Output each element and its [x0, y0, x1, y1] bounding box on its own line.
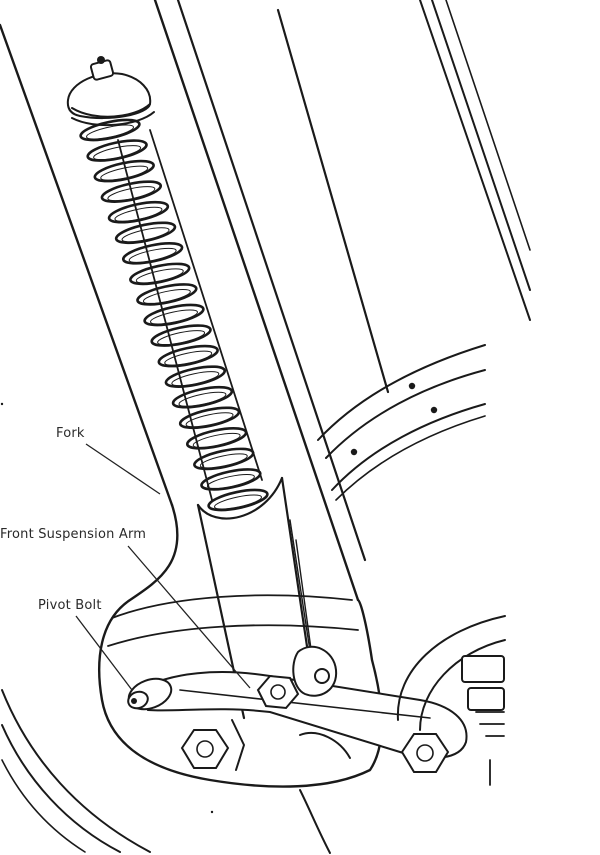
spring-coil: [107, 200, 170, 224]
spring-coil-inner: [93, 145, 142, 161]
wheel-rim: [317, 344, 486, 501]
spring-coil: [157, 344, 219, 368]
spring-coil: [86, 139, 148, 162]
nut-left-lower: [180, 729, 230, 769]
label-fork: Fork: [56, 426, 85, 441]
pivot-bolt: [127, 677, 173, 711]
spring-coil-inner: [100, 165, 149, 181]
fork-leg: [0, 0, 383, 788]
spring-coil-inner: [185, 412, 234, 428]
spring-coil-inner: [135, 268, 184, 284]
stray-mark: [210, 810, 214, 814]
spring-coil-inner: [157, 330, 206, 346]
spring-coil: [185, 427, 248, 450]
spring-coil: [207, 488, 269, 512]
spring-coil: [93, 159, 155, 183]
spring-coil-inner: [178, 391, 227, 407]
spring-coil-inner: [171, 371, 220, 387]
spring-coil: [100, 180, 163, 203]
coil-spring: [79, 118, 269, 512]
callout-front-suspension-arm: Front Suspension Arm: [0, 527, 251, 689]
spring-coil-inner: [199, 453, 248, 469]
stray-mark: [0, 402, 4, 406]
spring-coil: [114, 221, 177, 245]
spring-coil: [200, 468, 262, 491]
shock-bracket: [292, 645, 338, 697]
hub-assembly: [396, 615, 506, 786]
suspension-arm: [127, 645, 468, 773]
spring-coil-inner: [164, 350, 213, 366]
spring-coil: [193, 447, 255, 471]
spring-coil-inner: [142, 288, 191, 304]
leader-fork: [85, 443, 161, 495]
label-pivot-bolt: Pivot Bolt: [38, 598, 102, 613]
spring-coil-inner: [128, 247, 177, 263]
spring-coil-inner: [121, 227, 170, 243]
frame-tubes: [276, 0, 531, 394]
spring-coil: [121, 242, 184, 265]
callout-pivot-bolt: Pivot Bolt: [38, 598, 133, 691]
nut-right-lower: [400, 733, 450, 773]
spring-coil: [143, 303, 205, 327]
spring-coil-inner: [206, 473, 255, 489]
spring-coil-inner: [192, 432, 241, 448]
spring-coil: [79, 118, 141, 142]
spring-coil-inner: [86, 124, 134, 140]
spring-coil: [129, 262, 191, 286]
spring-coil: [178, 406, 241, 430]
spring-coil-inner: [150, 309, 198, 325]
spring-coil-inner: [107, 186, 156, 202]
label-front-suspension-arm: Front Suspension Arm: [0, 527, 146, 542]
spring-coil: [171, 385, 234, 409]
spring-coil-inner: [214, 494, 262, 510]
callout-fork: Fork: [56, 426, 161, 495]
nut-center: [256, 674, 300, 710]
spring-coil: [136, 283, 198, 306]
leader-pivot-bolt: [75, 615, 133, 691]
tyre-arcs: [1, 689, 151, 853]
spring-coil-inner: [114, 206, 163, 222]
shock-absorber: [66, 56, 319, 720]
leader-front-suspension-arm: [127, 545, 251, 689]
brake-cable: [299, 789, 331, 854]
spring-coil: [150, 324, 212, 347]
spring-coil: [164, 365, 227, 388]
